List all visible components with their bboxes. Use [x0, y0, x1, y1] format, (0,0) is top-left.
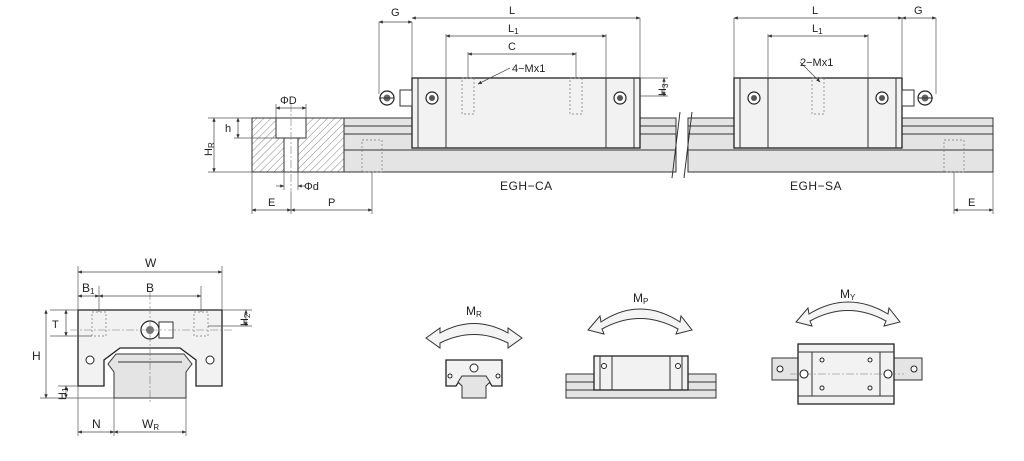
moment-mr: MR — [425, 304, 523, 399]
dim-phi-d-small: Φd — [304, 181, 319, 193]
label-4-mx1: 4−Mx1 — [512, 63, 545, 75]
dim-c: C — [508, 41, 516, 53]
moment-my: MY — [771, 287, 923, 405]
block-egh-ca — [379, 77, 641, 149]
dim-wr: WR — [142, 417, 159, 432]
dim-h1: H1 — [57, 387, 70, 400]
dim-e-left: E — [268, 197, 275, 209]
label-mr: MR — [466, 304, 482, 319]
dim-l1-sa: L1 — [812, 23, 823, 36]
dim-phi-d-large: ΦD — [280, 95, 297, 107]
dim-p: P — [328, 197, 335, 209]
dim-h2: H2 — [239, 313, 252, 326]
grease-nipple-right — [901, 89, 933, 107]
dim-h3: H3 — [657, 83, 670, 96]
dim-w: W — [145, 256, 157, 270]
dim-l-ca: L — [509, 5, 515, 17]
label-mp: MP — [633, 291, 648, 306]
dim-b: B — [146, 281, 154, 295]
dim-e-right: E — [968, 197, 975, 209]
caption-egh-sa: EGH−SA — [790, 179, 842, 193]
dim-h-small: h — [225, 123, 231, 135]
block-egh-sa — [733, 77, 933, 149]
dim-n: N — [92, 417, 101, 431]
grease-nipple-left — [379, 89, 413, 107]
front-view: W B1 B T H H1 H2 N WR — [32, 256, 252, 436]
dim-b1: B1 — [82, 281, 95, 296]
dim-g-left: G — [391, 7, 400, 19]
dim-h: H — [32, 349, 41, 363]
label-my: MY — [840, 287, 856, 302]
dim-g-right: G — [914, 5, 923, 17]
dim-l-sa: L — [812, 5, 818, 17]
dim-l1-ca: L1 — [508, 23, 519, 36]
moment-mp: MP — [565, 291, 717, 399]
side-view: G L L1 C 4−Mx1 H3 L G — [203, 5, 994, 214]
caption-egh-ca: EGH−CA — [500, 179, 553, 193]
dim-hr: HR — [203, 142, 216, 156]
dim-t: T — [52, 319, 59, 331]
label-2-mx1: 2−Mx1 — [800, 57, 833, 69]
rail-section-hatched — [251, 104, 345, 192]
